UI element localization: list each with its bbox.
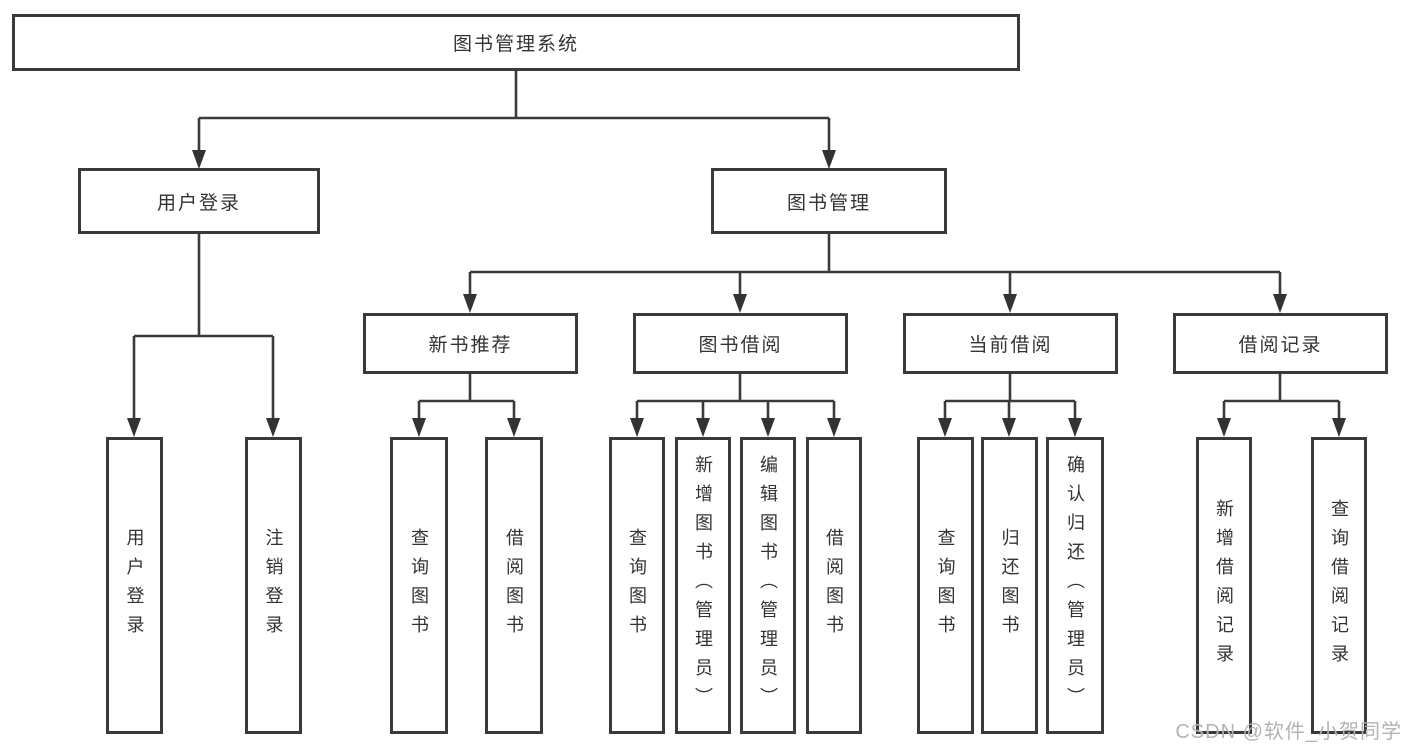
leaf-query-borrow-record: 查询借阅记录 [1311, 437, 1367, 734]
leaf-borrow-books-recommend: 借阅图书 [485, 437, 543, 734]
node-book-management: 图书管理 [711, 168, 947, 234]
tree-edges [132, 70, 1341, 420]
node-borrowing-records: 借阅记录 [1173, 313, 1388, 374]
leaf-borrow-books: 借阅图书 [806, 437, 862, 734]
leaf-add-borrow-record: 新增借阅记录 [1196, 437, 1252, 734]
node-user-login: 用户登录 [78, 168, 320, 234]
arrowhead-icons [127, 150, 1346, 437]
leaf-query-books-current: 查询图书 [917, 437, 974, 734]
leaf-query-books-borrowing: 查询图书 [609, 437, 665, 734]
leaf-return-books: 归还图书 [981, 437, 1038, 734]
leaf-confirm-return-admin: 确认归还（管理员） [1046, 437, 1104, 734]
csdn-watermark: CSDN @软件_小贺同学 [1175, 721, 1402, 743]
node-book-borrowing: 图书借阅 [633, 313, 848, 374]
leaf-query-books-recommend: 查询图书 [390, 437, 448, 734]
node-root-system: 图书管理系统 [12, 14, 1020, 71]
node-current-borrowing: 当前借阅 [903, 313, 1118, 374]
leaf-add-books-admin: 新增图书（管理员） [675, 437, 731, 734]
leaf-edit-books-admin: 编辑图书（管理员） [740, 437, 796, 734]
leaf-logout: 注销登录 [245, 437, 302, 734]
leaf-user-login: 用户登录 [106, 437, 163, 734]
node-new-book-recommend: 新书推荐 [363, 313, 578, 374]
